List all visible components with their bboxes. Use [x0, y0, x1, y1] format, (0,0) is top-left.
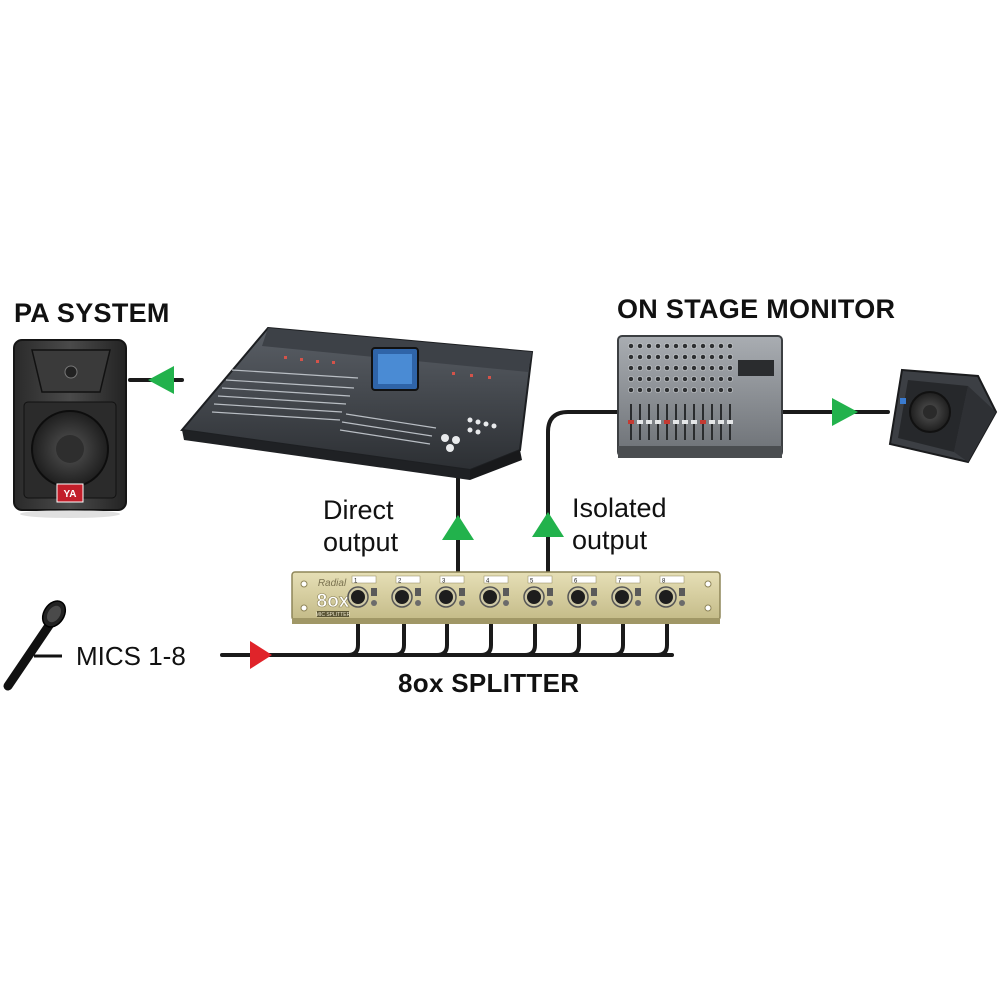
pa-system-label: PA SYSTEM: [14, 298, 170, 328]
splitter-channel-number: 3: [442, 579, 446, 585]
cables: [128, 378, 890, 657]
ground-lift-switch: [459, 588, 465, 596]
mixer-strip: [682, 343, 688, 440]
isolated-output-line1: Isolated: [572, 493, 667, 523]
splitter-badge: MIC SPLITTER: [316, 612, 351, 618]
splitter-channel-8: 8: [655, 575, 685, 608]
isolated-output-line2: output: [572, 525, 648, 555]
direct-output-label: Direct output: [323, 494, 398, 558]
arrow-to-monitor-icon: [832, 398, 858, 426]
splitter-model: 8ox: [317, 591, 350, 612]
ground-lift-switch: [591, 588, 597, 596]
splitter-channel-2: 2: [391, 575, 421, 608]
splitter-channel-7: 7: [611, 575, 641, 608]
arrow-mic-input-icon: [250, 641, 272, 669]
splitter-channel-number: 5: [530, 579, 534, 585]
arrow-to-pa-icon: [148, 366, 174, 394]
arrow-isolated-output-icon: [532, 512, 564, 537]
splitter-channel-number: 7: [618, 579, 622, 585]
splitter-channel-number: 8: [662, 579, 666, 585]
ground-lift-switch: [679, 588, 685, 596]
splitter-channel-3: 3: [435, 575, 465, 608]
mixer-strip: [673, 343, 679, 440]
signal-arrows: [148, 366, 858, 669]
ground-lift-switch: [547, 588, 553, 596]
on-stage-monitor-label: ON STAGE MONITOR: [617, 294, 896, 324]
direct-output-line1: Direct: [323, 495, 394, 525]
splitter-device: Radial 8ox MIC SPLITTER 1 2 3 4 5 6 7 8: [291, 571, 721, 624]
mics-label: MICS 1-8: [76, 641, 186, 671]
microphone-icon: [3, 600, 67, 691]
mixer-strip: [718, 343, 724, 440]
mixer-strip: [727, 343, 733, 440]
splitter-channel-1: 1: [347, 575, 377, 608]
mixer-strip: [709, 343, 715, 440]
analog-mixer: [617, 335, 783, 458]
mixer-strip: [691, 343, 697, 440]
mixer-strip: [646, 343, 652, 440]
ground-lift-switch: [503, 588, 509, 596]
splitter-channel-4: 4: [479, 575, 509, 608]
ground-lift-switch: [415, 588, 421, 596]
speaker-logo: YA: [64, 489, 77, 500]
ground-lift-switch: [635, 588, 641, 596]
arrow-direct-output-icon: [442, 515, 474, 540]
splitter-channel-number: 2: [398, 579, 402, 585]
isolated-output-label: Isolated output: [572, 492, 667, 556]
mixer-strip: [628, 343, 634, 440]
mixer-strip: [700, 343, 706, 440]
mixer-strip: [655, 343, 661, 440]
cable-isolated-output: [546, 410, 624, 582]
splitter-label: 8ox SPLITTER: [398, 668, 580, 698]
splitter-channel-5: 5: [523, 575, 553, 608]
mixer-strip: [664, 343, 670, 440]
mixer-channel-strips: [628, 343, 733, 440]
splitter-channel-6: 6: [567, 575, 597, 608]
splitter-brand: Radial: [318, 578, 347, 589]
ground-lift-switch: [371, 588, 377, 596]
pa-speaker: YA: [13, 339, 127, 518]
direct-output-line2: output: [323, 527, 399, 557]
splitter-channel-number: 4: [486, 579, 490, 585]
splitter-channel-number: 6: [574, 579, 578, 585]
mixer-strip: [637, 343, 643, 440]
splitter-channels: 1 2 3 4 5 6 7 8: [347, 575, 685, 608]
splitter-channel-number: 1: [354, 579, 358, 585]
stage-monitor-wedge: [888, 368, 998, 464]
digital-mixing-console: [180, 326, 534, 480]
